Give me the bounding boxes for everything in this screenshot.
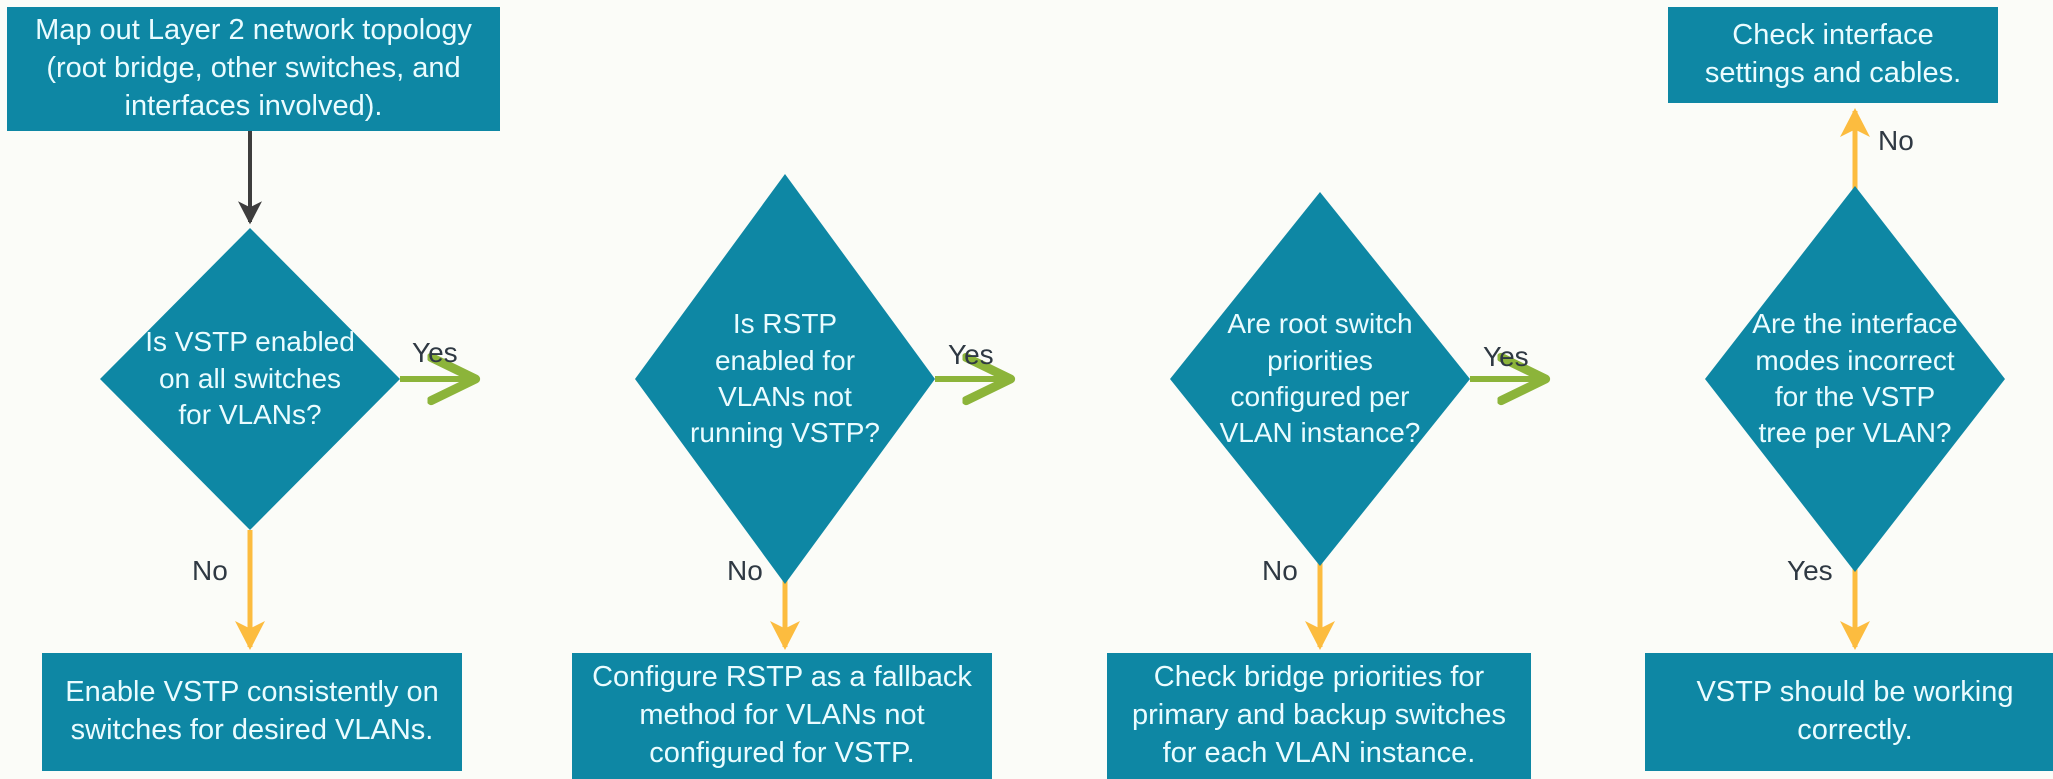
node-outcome-top[interactable]: Check interface settings and cables. bbox=[1668, 7, 1998, 103]
node-outcome-4[interactable]: VSTP should be working correctly. bbox=[1645, 653, 2053, 771]
edge-label-yes-3: Yes bbox=[1483, 341, 1529, 372]
node-outcome-1[interactable]: Enable VSTP consistently on switches for… bbox=[42, 653, 462, 771]
node-outcome-1-label: Enable VSTP consistently on switches for… bbox=[65, 676, 439, 746]
node-start[interactable]: Map out Layer 2 network topology (root b… bbox=[7, 7, 500, 131]
edge-label-yes-4: Yes bbox=[1787, 555, 1833, 586]
edge-label-no-4: No bbox=[1878, 125, 1914, 156]
node-decision-1-label: Is VSTP enabled on all switches for VLAN… bbox=[145, 326, 355, 431]
node-outcome-2-label: Configure RSTP as a fallback method for … bbox=[592, 661, 972, 769]
node-decision-2-label: Is RSTP enabled for VLANs not running VS… bbox=[690, 308, 880, 449]
node-decision-3[interactable]: Are root switch priorities configured pe… bbox=[1170, 192, 1470, 566]
edge-label-yes-2: Yes bbox=[948, 339, 994, 370]
node-outcome-top-label: Check interface settings and cables. bbox=[1704, 19, 1962, 89]
node-outcome-2[interactable]: Configure RSTP as a fallback method for … bbox=[572, 653, 992, 779]
node-decision-4-label: Are the interface modes incorrect for th… bbox=[1752, 308, 1958, 449]
node-outcome-3[interactable]: Check bridge priorities for primary and … bbox=[1107, 653, 1531, 779]
edge-label-no-2: No bbox=[727, 555, 763, 586]
node-outcome-3-label: Check bridge priorities for primary and … bbox=[1132, 661, 1506, 769]
node-decision-1[interactable]: Is VSTP enabled on all switches for VLAN… bbox=[100, 228, 400, 530]
node-outcome-4-label: VSTP should be working correctly. bbox=[1696, 676, 2014, 746]
edge-label-no-1: No bbox=[192, 555, 228, 586]
node-decision-2[interactable]: Is RSTP enabled for VLANs not running VS… bbox=[635, 174, 935, 584]
node-start-label: Map out Layer 2 network topology (root b… bbox=[35, 14, 472, 122]
node-decision-3-label: Are root switch priorities configured pe… bbox=[1219, 308, 1421, 449]
edge-label-no-3: No bbox=[1262, 555, 1298, 586]
edge-label-yes-1: Yes bbox=[412, 337, 458, 368]
node-decision-4[interactable]: Are the interface modes incorrect for th… bbox=[1705, 186, 2005, 572]
